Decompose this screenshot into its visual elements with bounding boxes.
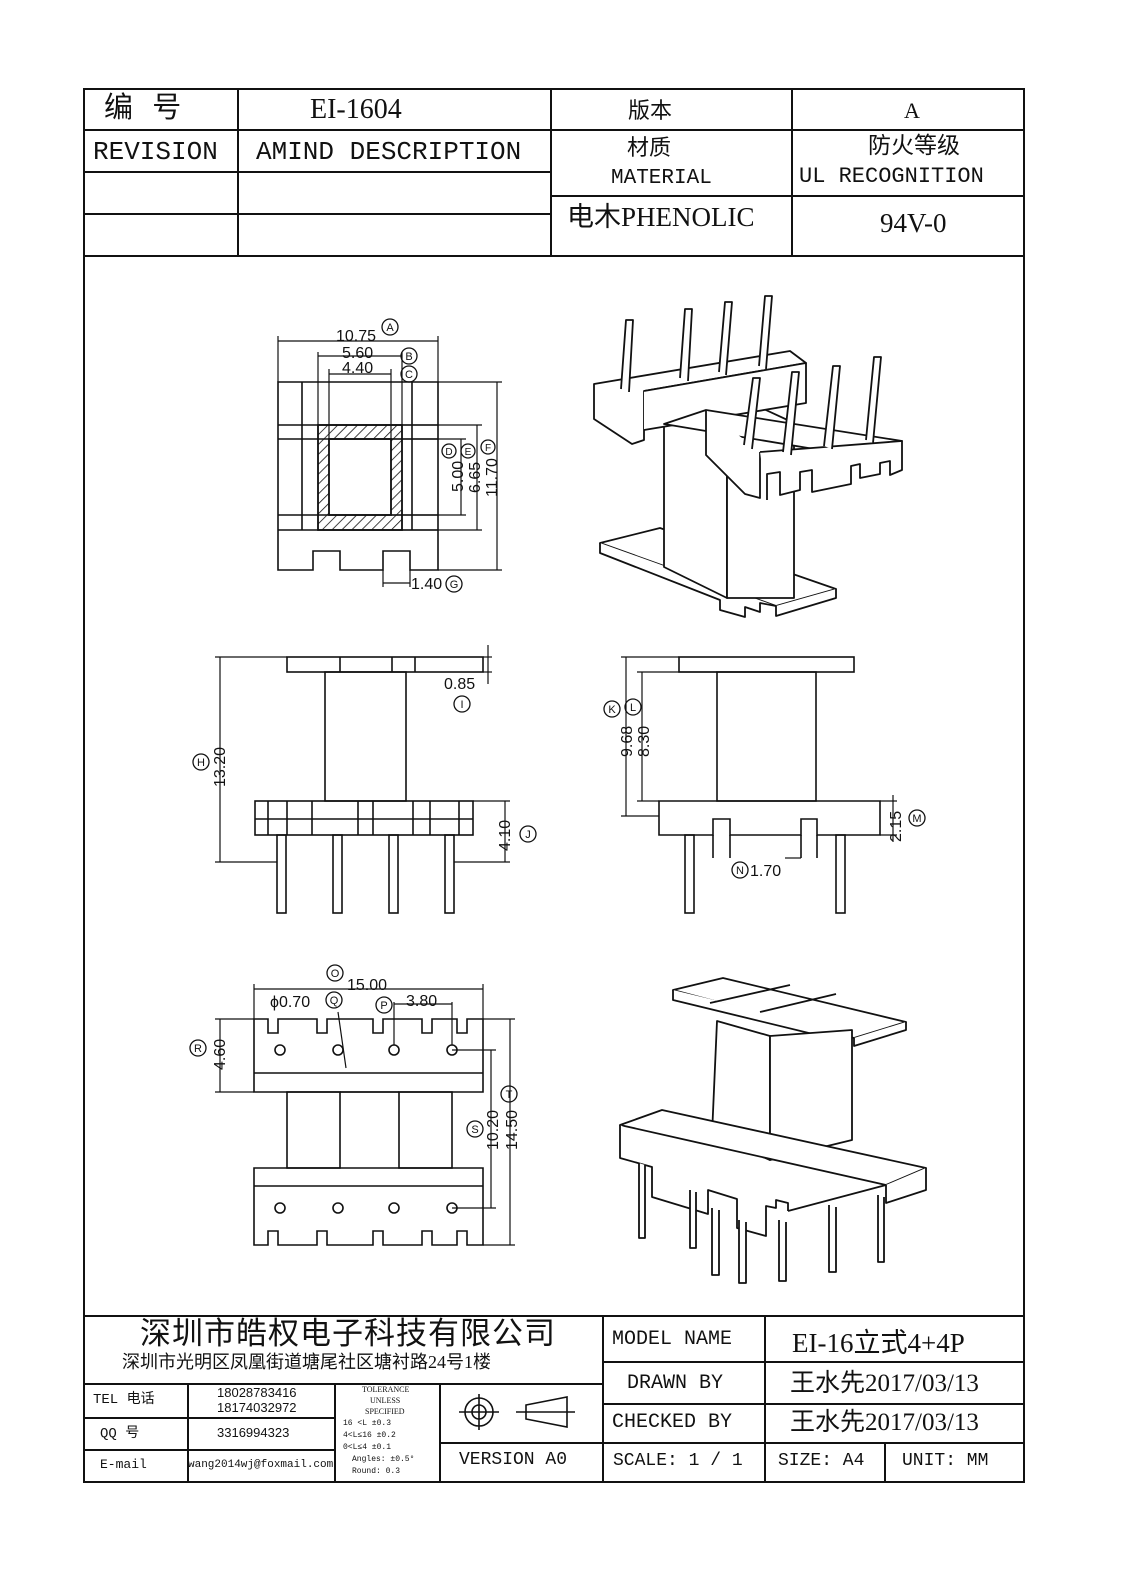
marker-a: A [386, 322, 394, 334]
revision-label: REVISION [93, 137, 218, 167]
marker-l: L [630, 702, 636, 714]
tel-number-1: 18028783416 [217, 1385, 297, 1400]
dim-g: 1.40 [411, 576, 442, 593]
marker-k: K [608, 704, 616, 716]
dim-e: 6.65 [467, 462, 484, 493]
tolerance-row-4: Angles: ±0.5° [352, 1455, 415, 1464]
dim-s: 10.20 [485, 1110, 502, 1150]
tolerance-title-3: SPECIFIED [365, 1407, 405, 1416]
dim-r: 4.60 [212, 1039, 229, 1070]
marker-j: J [525, 829, 531, 841]
marker-n: N [736, 865, 744, 877]
tolerance-title-2: UNLESS [370, 1396, 401, 1405]
ul-value: 94V-0 [880, 208, 947, 238]
dim-q: ϕ0.70 [270, 994, 310, 1011]
material-value: 电木PHENOLIC [567, 202, 755, 232]
dim-c: 4.40 [342, 360, 373, 377]
tolerance-row-3: 0<L≤4 ±0.1 [343, 1443, 392, 1452]
model-name-label: MODEL NAME [612, 1328, 733, 1351]
dim-a: 10.75 [336, 328, 376, 345]
dim-f: 11.70 [484, 458, 501, 497]
dim-p: 3.80 [406, 993, 437, 1010]
marker-p: P [380, 1000, 387, 1012]
dim-k: 9.68 [619, 726, 636, 757]
company-address: 深圳市光明区凤凰街道塘尾社区塘衬路24号1楼 [122, 1352, 491, 1372]
marker-i: I [460, 699, 463, 711]
marker-d: D [445, 447, 452, 458]
model-name-value: EI-16立式4+4P [792, 1328, 965, 1358]
dim-h: 13.20 [212, 747, 229, 787]
tolerance-row-5: Round: 0.3 [352, 1467, 401, 1476]
marker-b: B [405, 351, 412, 363]
version-value: A [904, 98, 920, 123]
version-label: 版本 [628, 98, 673, 123]
dim-t: 14.50 [504, 1110, 521, 1150]
marker-g: G [450, 579, 459, 591]
drawn-by-label: DRAWN BY [627, 1372, 724, 1395]
dim-d: 5.00 [450, 461, 467, 492]
dim-j: 4.10 [497, 820, 514, 851]
drawn-by-value: 王水先2017/03/13 [790, 1370, 979, 1397]
unit-label: UNIT: MM [902, 1451, 989, 1471]
marker-o: O [331, 968, 340, 980]
tel-label: TEL 电话 [93, 1392, 155, 1408]
dim-i: 0.85 [444, 676, 475, 693]
checked-by-value: 王水先2017/03/13 [790, 1409, 979, 1436]
tel-number-2: 18174032972 [217, 1400, 297, 1415]
material-label-cn: 材质 [627, 135, 672, 160]
dim-b: 5.60 [342, 345, 373, 362]
tolerance-row-1: 16 <L ±0.3 [343, 1419, 392, 1428]
marker-h: H [197, 757, 205, 769]
tolerance-title-1: TOLERANCE [362, 1385, 410, 1394]
version-a0: VERSION A0 [459, 1450, 568, 1470]
tolerance-row-2: 4<L≤16 ±0.2 [343, 1431, 396, 1440]
scale-label: SCALE: 1 / 1 [613, 1451, 743, 1471]
email-label: E-mail [100, 1457, 147, 1472]
marker-q: Q [330, 995, 339, 1007]
dim-l: 8.30 [636, 726, 653, 757]
marker-e: E [465, 447, 472, 458]
dim-m: 2.15 [888, 811, 905, 842]
amend-description-label: AMIND DESCRIPTION [256, 137, 522, 167]
marker-t: T [506, 1089, 513, 1101]
number-label: 编 号 [104, 92, 188, 124]
dim-o: 15.00 [347, 977, 387, 994]
dim-n: 1.70 [750, 863, 781, 880]
material-label-en: MATERIAL [611, 167, 712, 190]
marker-c: C [405, 369, 413, 381]
qq-label: QQ 号 [100, 1426, 140, 1442]
size-label: SIZE: A4 [778, 1451, 865, 1471]
marker-m: M [912, 813, 921, 825]
qq-value: 3316994323 [217, 1425, 290, 1440]
email-value: wang2014wj@foxmail.com [188, 1459, 334, 1471]
ul-label-en: UL RECOGNITION [799, 164, 984, 189]
marker-f: F [485, 443, 491, 454]
part-number: EI-1604 [310, 94, 402, 125]
ul-label-cn: 防火等级 [868, 133, 960, 158]
marker-r: R [194, 1043, 202, 1055]
checked-by-label: CHECKED BY [612, 1411, 733, 1434]
company-name: 深圳市皓权电子科技有限公司 [140, 1316, 556, 1351]
marker-s: S [471, 1124, 478, 1136]
